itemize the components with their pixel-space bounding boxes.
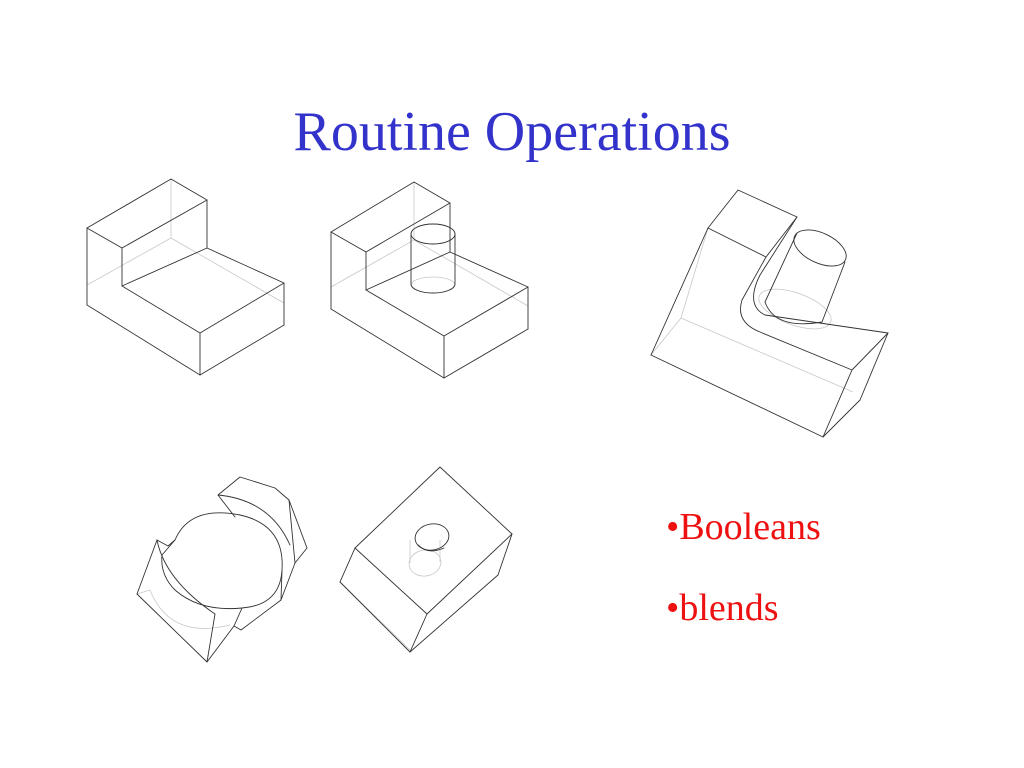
block-cylindrical-cut-hidden-edges <box>136 589 231 629</box>
block-cylindrical-cut-visible-edges <box>136 476 308 663</box>
block-hole-figure <box>339 466 513 653</box>
bullet-item-booleans: •Booleans <box>666 505 966 549</box>
block-cylindrical-cut-figure <box>136 476 308 663</box>
slide-title: Routine Operations <box>293 101 731 163</box>
blended-l-block-visible-edges <box>650 189 889 438</box>
bullet-item-blends: •blends <box>666 586 966 630</box>
blended-l-block-figure <box>650 189 889 438</box>
l-block-cylinder-visible-edges <box>330 181 529 379</box>
bullet-text: Booleans <box>679 506 821 548</box>
bullet-marker: • <box>666 506 680 548</box>
bullet-list: •Booleans •blends <box>666 505 966 667</box>
l-block-cylinder-figure <box>330 181 529 379</box>
bullet-marker: • <box>666 587 680 629</box>
bullet-text: blends <box>679 587 779 629</box>
blended-l-block-hidden-edges <box>650 227 854 393</box>
l-block-visible-edges <box>86 178 285 376</box>
l-block-figure <box>86 178 285 376</box>
block-hole-visible-edges <box>339 466 513 653</box>
l-block-hidden-edges <box>86 179 285 304</box>
